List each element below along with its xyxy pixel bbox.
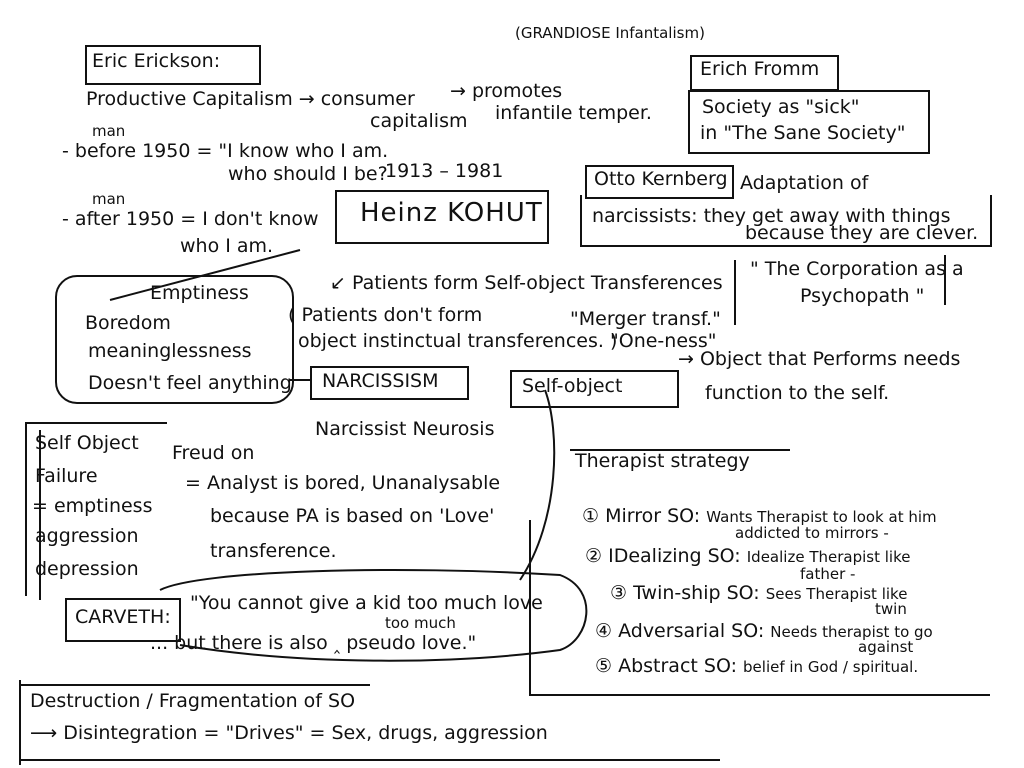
after-1950-2: who I am. [180, 235, 274, 257]
after-man: man [92, 190, 126, 208]
emptiness-item: Boredom [85, 312, 171, 334]
item-name: Twin-ship SO: [633, 582, 760, 604]
item-desc: Wants Therapist to look at him [706, 508, 937, 526]
emptiness-item: Doesn't feel anything [88, 372, 292, 394]
kernberg-line1: narcissists: they get away with things [592, 205, 951, 227]
failure-box [25, 422, 167, 596]
corporation-line2: Psychopath " [800, 285, 925, 307]
selfobject-label: Self-object [522, 375, 623, 397]
erikson-promotes: → promotes [450, 80, 563, 102]
fromm-line2: in "The Sane Society" [700, 122, 906, 144]
fromm-line1: Society as "sick" [702, 96, 860, 118]
carveth-quote2: ... but there is also ‸ pseudo love." [150, 632, 477, 654]
item-number: ⑤ [595, 655, 613, 677]
selfobject-box [510, 370, 679, 408]
item-desc: Needs therapist to go [770, 623, 933, 641]
failure-item: depression [35, 558, 139, 580]
item-number: ④ [595, 620, 613, 642]
failure-item: Failure [35, 465, 98, 487]
item-number: ① [582, 505, 600, 527]
item-name: IDealizing SO: [608, 545, 741, 567]
therapist-item-4: ④ Adversarial SO: Needs therapist to go [595, 620, 933, 643]
therapist-title: Therapist strategy [575, 450, 750, 472]
therapist-item-4-desc2: against [858, 638, 914, 656]
freud-line1: = Analyst is bored, Unanalysable [185, 472, 501, 494]
kohut-years: 1913 – 1981 [385, 160, 504, 182]
emptiness-item: meaninglessness [88, 340, 252, 362]
destruction-line1: Destruction / Fragmentation of SO [30, 690, 356, 712]
before-1950-2: who should I be? [228, 163, 388, 185]
failure-item: Self Object [35, 432, 139, 454]
carveth-label: CARVETH: [75, 606, 171, 628]
item-desc: Sees Therapist like [765, 585, 908, 603]
destruction-line2: ⟶ Disintegration = "Drives" = Sex, drugs… [30, 722, 548, 744]
kohut-box [335, 190, 549, 244]
therapist-item-5: ⑤ Abstract SO: belief in God / spiritual… [595, 655, 918, 678]
selfobject-def1: → Object that Performs needs [678, 348, 961, 370]
item-desc: belief in God / spiritual. [743, 658, 919, 676]
therapist-item-2-desc2: father - [800, 565, 856, 583]
before-man: man [92, 122, 126, 140]
therapist-item-2: ② IDealizing SO: Idealize Therapist like [585, 545, 910, 568]
transference-form: ↙ Patients form Self-object Transference… [330, 272, 723, 294]
kernberg-line2: because they are clever. [745, 222, 979, 244]
narcissist-neurosis: Narcissist Neurosis [315, 418, 495, 440]
item-name: Abstract SO: [618, 655, 737, 677]
merger-transf: "Merger transf." [570, 308, 721, 330]
kernberg-title: Otto Kernberg [594, 168, 728, 190]
erikson-line1b: capitalism [370, 110, 468, 132]
item-name: Adversarial SO: [618, 620, 765, 642]
kernberg-text-box [580, 195, 992, 247]
transference-dont2: object instinctual transferences. ) [298, 330, 618, 352]
grandiose-note: (GRANDIOSE Infantalism) [515, 24, 705, 42]
erikson-box [85, 45, 261, 85]
fromm-title: Erich Fromm [700, 58, 820, 80]
kernberg-box [585, 165, 734, 199]
oneness: "One-ness" [610, 330, 717, 352]
erikson-infantile: infantile temper. [495, 102, 652, 124]
erikson-title: Eric Erickson: [92, 50, 221, 72]
narcissism-label: NARCISSISM [322, 370, 439, 392]
therapist-item-1: ① Mirror SO: Wants Therapist to look at … [582, 505, 937, 528]
item-desc: Idealize Therapist like [746, 548, 911, 566]
carveth-box [65, 598, 181, 642]
freud-line2: because PA is based on 'Love' [210, 505, 495, 527]
item-number: ② [585, 545, 603, 567]
erikson-line1: Productive Capitalism → consumer [86, 88, 415, 110]
emptiness-item: Emptiness [150, 282, 249, 304]
corporation-line1: " The Corporation as a [750, 258, 964, 280]
item-number: ③ [610, 582, 628, 604]
carveth-insert: too much [385, 614, 456, 632]
therapist-item-3: ③ Twin-ship SO: Sees Therapist like [610, 582, 907, 605]
kohut-name: Heinz KOHUT [360, 198, 543, 228]
before-1950: - before 1950 = "I know who I am. [62, 140, 389, 162]
narcissism-box [310, 366, 469, 400]
fromm-society-box [688, 90, 930, 154]
carveth-quote1: "You cannot give a kid too much love [190, 592, 543, 614]
failure-item: = emptiness [32, 495, 153, 517]
therapist-item-1-desc2: addicted to mirrors - [735, 524, 889, 542]
therapist-item-3-desc2: twin [875, 600, 907, 618]
freud-title: Freud on [172, 442, 255, 464]
item-name: Mirror SO: [605, 505, 701, 527]
after-1950: - after 1950 = I don't know [62, 208, 319, 230]
transference-dont1: ( Patients don't form [288, 304, 483, 326]
selfobject-def2: function to the self. [705, 382, 890, 404]
freud-line3: transference. [210, 540, 337, 562]
kernberg-adaptation: Adaptation of [740, 172, 869, 194]
emptiness-box [55, 275, 294, 404]
failure-item: aggression [35, 525, 139, 547]
